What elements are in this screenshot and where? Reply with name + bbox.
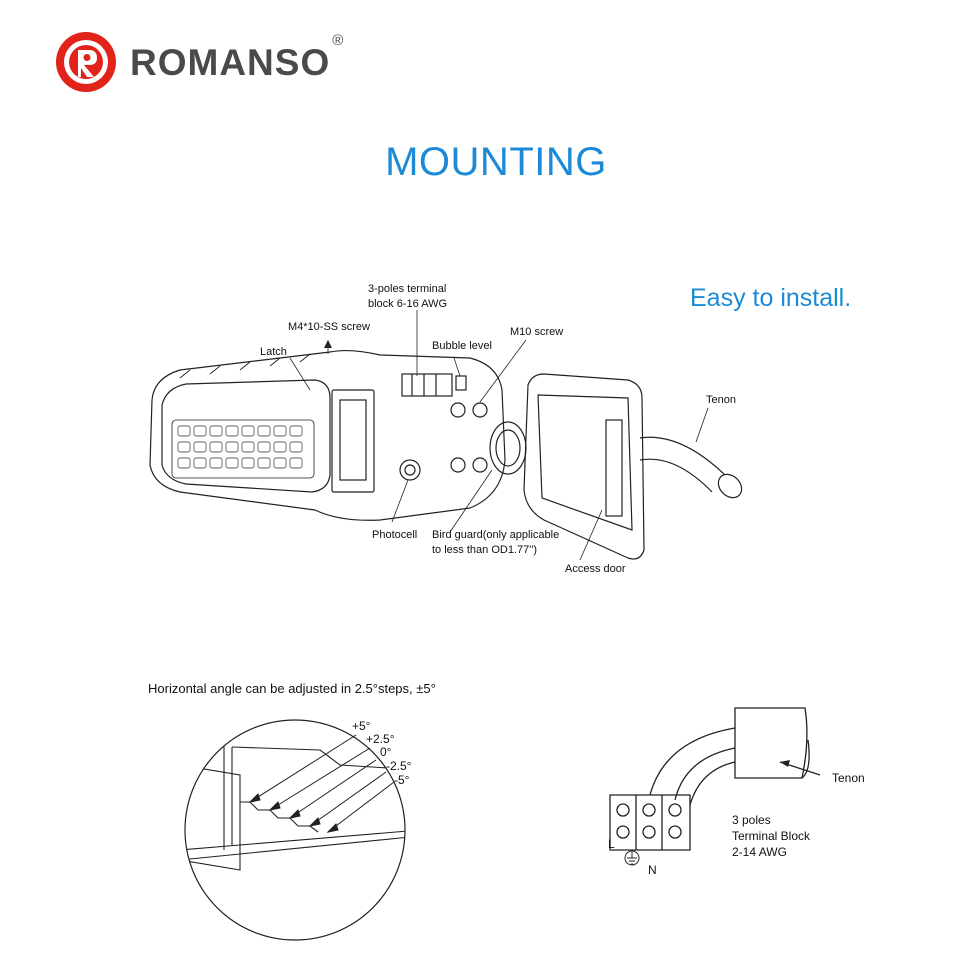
label-latch: Latch: [260, 346, 287, 358]
angle-minus-2-5: -2.5°: [386, 759, 412, 773]
luminaire-housing: [149, 349, 506, 521]
label-terminal-block-2: block 6-16 AWG: [368, 298, 447, 310]
brand-name: ROMANSO: [130, 41, 331, 83]
screw-arrow-icon: [324, 340, 332, 348]
label-access-door: Access door: [565, 563, 626, 575]
label-L: L: [608, 837, 615, 851]
terminal-block-label-2: Terminal Block: [732, 829, 811, 843]
access-door: [523, 373, 645, 560]
tilt-caption: Horizontal angle can be adjusted in 2.5°…: [148, 681, 436, 696]
terminal-block-label-3: 2-14 AWG: [732, 845, 787, 859]
tilt-angle-diagram: +5° +2.5° 0° -2.5° -5°: [184, 719, 412, 941]
angle-plus-5: +5°: [352, 719, 371, 733]
terminal-block-label-1: 3 poles: [732, 813, 771, 827]
led-module: [171, 419, 315, 479]
luminaire-mounting-diagram: 3-poles terminal block 6-16 AWG M4*10-SS…: [149, 283, 743, 575]
page-title: MOUNTING: [385, 140, 607, 184]
label-N: N: [648, 863, 657, 877]
romanso-logo-icon: [56, 32, 116, 92]
ground-icon: [624, 850, 640, 866]
brand-header: ROMANSO ®: [54, 30, 343, 94]
label-tenon: Tenon: [706, 394, 736, 406]
tenon-label: Tenon: [832, 771, 865, 785]
label-bird-guard-2: to less than OD1.77''): [432, 544, 537, 556]
label-screw-small: M4*10-SS screw: [288, 321, 370, 333]
label-m10-screw: M10 screw: [510, 326, 563, 338]
registered-mark: ®: [332, 32, 344, 49]
angle-plus-2-5: +2.5°: [366, 732, 395, 746]
label-terminal-block-1: 3-poles terminal: [368, 283, 446, 295]
label-photocell: Photocell: [372, 529, 417, 541]
label-bird-guard-1: Bird guard(only applicable: [432, 529, 559, 541]
driver-box: [331, 389, 375, 493]
tenon-arrow-icon: [780, 760, 790, 767]
angle-zero: 0°: [380, 745, 392, 759]
angle-minus-5: -5°: [394, 773, 410, 787]
terminal-block: [401, 373, 453, 397]
terminal-block-diagram: Tenon 3 poles Terminal Block 2-14 AWG L …: [608, 707, 865, 877]
label-bubble-level: Bubble level: [432, 340, 492, 352]
photocell: [399, 459, 421, 481]
tenon-pipe: [639, 436, 726, 493]
tagline: Easy to install.: [690, 284, 852, 312]
